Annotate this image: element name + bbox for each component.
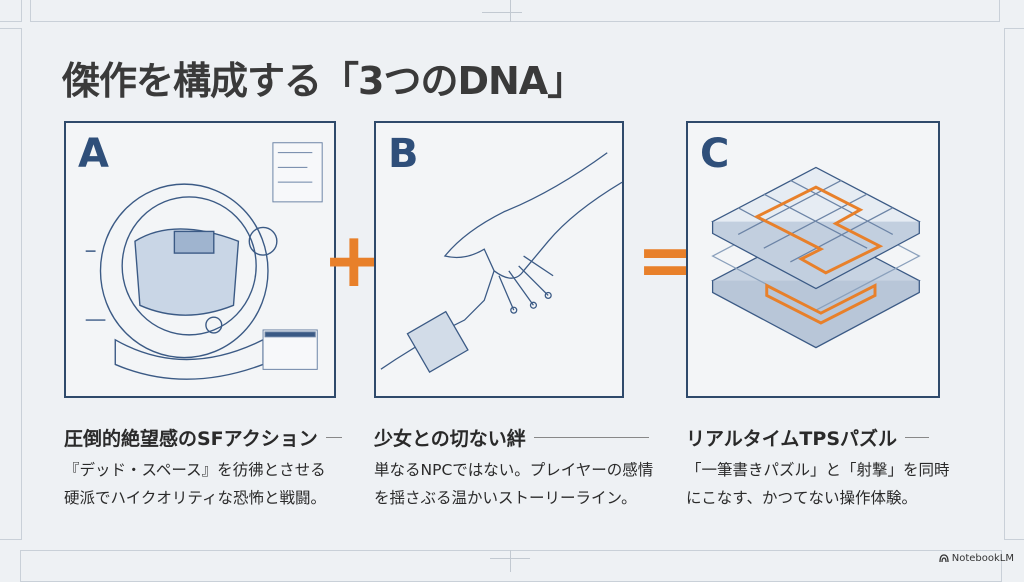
brand-text: NotebookLM: [951, 553, 1014, 564]
description-line: 「一筆書きパズル」と「射撃」を同時: [686, 461, 950, 479]
description-b: 単なるNPCではない。プレイヤーの感情 を揺さぶる温かいストーリーライン。: [374, 456, 653, 512]
panel-b: B: [374, 121, 624, 398]
frame-line: [0, 28, 22, 540]
panel-letter: C: [700, 131, 730, 177]
panel-c: C: [686, 121, 940, 398]
frame-line: [30, 0, 1000, 22]
description-line: 硬派でハイクオリティな恐怖と戦闘。: [64, 489, 326, 507]
description-line: 単なるNPCではない。プレイヤーの感情: [374, 461, 654, 479]
puzzle-layers-icon: [711, 166, 921, 349]
caption-rule: [325, 437, 342, 438]
caption-rule: [905, 437, 930, 438]
crosshair-mark: [510, 0, 511, 22]
caption-c: リアルタイムTPSパズル: [686, 424, 930, 451]
caption-text: リアルタイムTPSパズル: [686, 428, 898, 450]
slide-title: 傑作を構成する「3つのDNA」: [62, 59, 585, 103]
notebooklm-watermark: NotebookLM: [939, 553, 1014, 564]
panel-a: A: [64, 121, 336, 398]
caption-text: 少女との切ない絆: [374, 428, 526, 450]
frame-line: [1004, 28, 1024, 540]
crosshair-mark: [482, 12, 522, 13]
caption-a: 圧倒的絶望感のSFアクション: [64, 424, 342, 451]
space-helmet-icon: [85, 142, 323, 380]
robot-hand-icon: [380, 152, 622, 373]
caption-b: 少女との切ない絆: [374, 424, 649, 451]
frame-line: [20, 550, 1002, 582]
panel-letter: B: [388, 131, 419, 177]
description-line: 『デッド・スペース』を彷彿とさせる: [64, 461, 326, 479]
crosshair-mark: [510, 550, 511, 572]
description-a: 『デッド・スペース』を彷彿とさせる 硬派でハイクオリティな恐怖と戦闘。: [64, 456, 326, 512]
frame-line: [0, 0, 22, 22]
notebooklm-logo-icon: [939, 554, 949, 563]
description-line: を揺さぶる温かいストーリーライン。: [374, 489, 637, 507]
panel-letter: A: [78, 131, 109, 177]
caption-rule: [533, 437, 649, 438]
description-line: にこなす、かつてない操作体験。: [686, 489, 917, 507]
description-c: 「一筆書きパズル」と「射撃」を同時 にこなす、かつてない操作体験。: [686, 456, 950, 512]
caption-text: 圧倒的絶望感のSFアクション: [64, 428, 318, 450]
